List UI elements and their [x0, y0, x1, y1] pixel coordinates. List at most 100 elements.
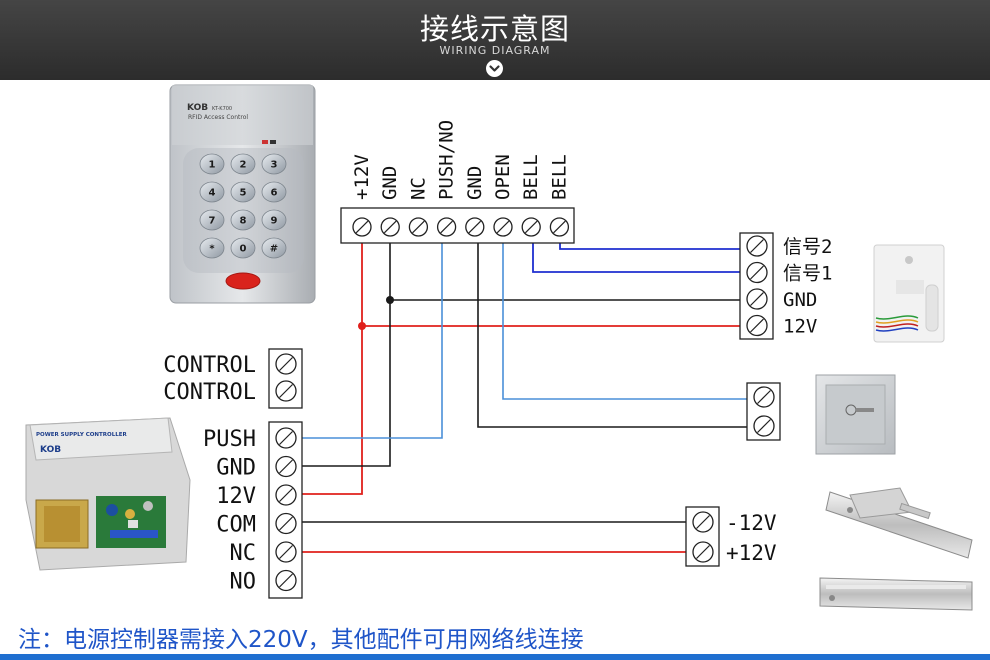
wire-gnd-black — [302, 238, 391, 467]
diagram-subtitle: WIRING DIAGRAM — [439, 44, 551, 57]
wire-exit-gnd-black — [477, 238, 747, 428]
bell-terminal-label: GND — [783, 289, 817, 311]
controller-terminal-screw — [275, 455, 297, 478]
lock-terminal-label: -12V — [726, 511, 777, 535]
controller-terminal-screw — [275, 427, 297, 449]
exit-button-terminal-block — [746, 382, 781, 441]
lock-terminal-label: +12V — [726, 541, 777, 565]
magnetic-lock — [819, 577, 973, 611]
keypad-key-label: 2 — [240, 160, 247, 171]
keypad-key: 2 — [230, 153, 256, 175]
power-supply-brand: KOB — [40, 445, 61, 455]
keypad-key-label: 1 — [209, 160, 216, 171]
keypad-terminal-label: GND — [464, 166, 486, 200]
controller-terminal-screw — [275, 569, 297, 592]
doorbell-device — [873, 244, 945, 343]
keypad-terminal-label: BELL — [520, 154, 542, 200]
keypad-terminal-screw — [408, 217, 429, 237]
keypad-terminal-screw — [465, 217, 485, 237]
keypad-terminal-screw — [436, 217, 457, 237]
keypad-terminal-label: +12V — [351, 154, 373, 200]
keypad-key-label: 5 — [240, 188, 247, 199]
exit-terminal-screw — [753, 386, 775, 408]
junction-12v — [358, 322, 366, 330]
junction-gnd — [386, 296, 394, 304]
keypad-key-label: 7 — [209, 216, 216, 227]
lock-terminal-block: -12V +12V — [685, 506, 777, 567]
electric-bolt-lock — [825, 487, 973, 559]
keypad-key: # — [261, 237, 287, 259]
diagram-title: 接线示意图 — [419, 12, 570, 46]
controller-terminal-screw — [275, 484, 297, 506]
keypad-terminal-screw — [352, 217, 372, 237]
wire-bell-signal2 — [559, 238, 740, 250]
keypad-key-label: # — [270, 244, 278, 255]
controller-terminal-label: PUSH — [203, 427, 256, 452]
keypad-key: 6 — [261, 181, 287, 203]
keypad-terminal-screw — [380, 217, 400, 237]
keypad-key: 3 — [261, 153, 287, 175]
keypad-key: 4 — [199, 181, 225, 203]
keypad-terminal-label: PUSH/NO — [436, 120, 458, 200]
bell-terminal-screw — [746, 314, 768, 337]
controller-terminal-label: NO — [230, 570, 257, 595]
controller-terminal-label: NC — [230, 541, 257, 566]
lock-terminal-screw — [692, 511, 714, 533]
lock-terminal-screw — [692, 541, 714, 563]
wire-exit-open-blue — [502, 238, 747, 400]
header-banner: 接线示意图 WIRING DIAGRAM — [0, 0, 990, 80]
keypad-model: KT-K700 — [212, 106, 232, 112]
keypad-key: * — [199, 237, 225, 259]
keypad-key: 0 — [230, 237, 256, 259]
keypad-key-label: 3 — [271, 160, 278, 171]
keypad-key-label: 0 — [240, 244, 247, 255]
keypad-indicator-button — [225, 272, 261, 290]
keypad-key: 9 — [261, 209, 287, 231]
control-terminal-screw — [275, 380, 297, 402]
exit-button-device — [815, 374, 896, 455]
controller-terminal-screw — [275, 541, 297, 563]
controller-terminal-label: 12V — [216, 484, 256, 509]
bell-terminal-label: 12V — [783, 316, 817, 338]
controller-terminal-label: GND — [216, 456, 256, 481]
control-terminal-label: CONTROL — [163, 380, 256, 405]
wire-bell-signal1 — [532, 238, 740, 273]
keypad-key-label: * — [209, 244, 215, 255]
bell-terminal-label: 信号2 — [783, 236, 832, 258]
control-terminal-label: CONTROL — [163, 353, 256, 378]
controller-terminal-screw — [275, 512, 297, 535]
controller-terminal-label: COM — [216, 513, 256, 538]
wiring-note: 注：电源控制器需接入220V，其他配件可用网络线连接 — [18, 627, 584, 653]
keypad-terminal-screw — [493, 217, 513, 237]
bell-terminal-screw — [746, 235, 768, 257]
keypad-subtitle: RFID Access Control — [188, 114, 248, 121]
power-supply-label: POWER SUPPLY CONTROLLER — [36, 432, 127, 438]
keypad-key-label: 6 — [271, 188, 278, 199]
wires — [302, 238, 747, 553]
keypad-key-label: 9 — [271, 216, 278, 227]
wire-push-blue — [302, 238, 443, 439]
bell-terminal-label: 信号1 — [783, 263, 832, 285]
keypad-terminal-label: GND — [379, 166, 401, 200]
keypad-terminal-label: NC — [407, 177, 429, 200]
keypad-keys: 1 2 3 4 5 6 7 8 9 * 0 # — [199, 153, 287, 259]
bell-terminal-screw — [746, 288, 768, 310]
chevron-down-icon — [486, 60, 503, 77]
keypad-terminal-label: OPEN — [492, 154, 514, 200]
keypad-key-label: 8 — [240, 216, 247, 227]
keypad-key-label: 4 — [209, 188, 216, 199]
keypad-key: 7 — [199, 209, 225, 231]
bell-terminal-screw — [746, 261, 768, 284]
keypad-terminal-screw — [549, 217, 570, 237]
bottom-accent-bar — [0, 654, 990, 660]
keypad-key: 1 — [199, 153, 225, 175]
keypad-key: 5 — [230, 181, 256, 203]
control-terminal-screw — [275, 353, 297, 375]
keypad-key: 8 — [230, 209, 256, 231]
power-supply-device: POWER SUPPLY CONTROLLER KOB — [25, 417, 191, 571]
keypad-terminal-screw — [521, 217, 541, 237]
